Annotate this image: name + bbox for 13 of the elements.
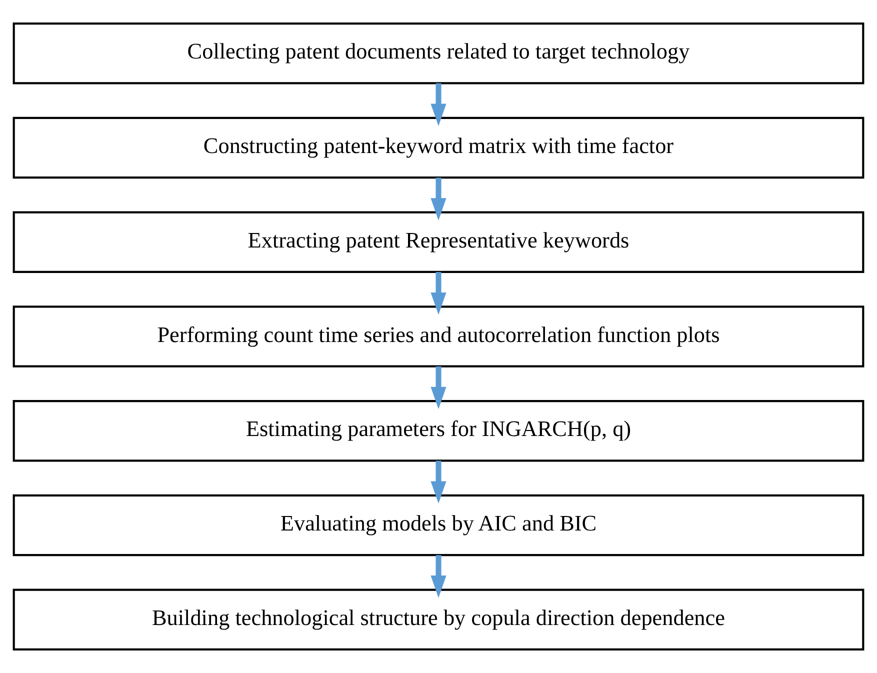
node-box: Evaluating models by AIC and BIC: [12, 494, 864, 556]
arrow: [430, 83, 446, 126]
node-box: Extracting patent Representative keywords: [12, 211, 864, 273]
node-box: Performing count time series and autocorrelation function plots: [12, 306, 864, 368]
node-box: Building technological structure by copula direction dependence: [12, 588, 864, 650]
node-box: Constructing patent-keyword matrix with time factor: [12, 116, 864, 179]
arrow: [430, 460, 446, 504]
arrow: [430, 555, 446, 598]
arrow: [430, 178, 446, 220]
arrow: [430, 272, 446, 315]
node-box: Collecting patent documents related to target technology: [12, 22, 864, 84]
arrow: [430, 366, 446, 410]
node-box: Estimating parameters for INGARCH(p, q): [12, 400, 864, 462]
